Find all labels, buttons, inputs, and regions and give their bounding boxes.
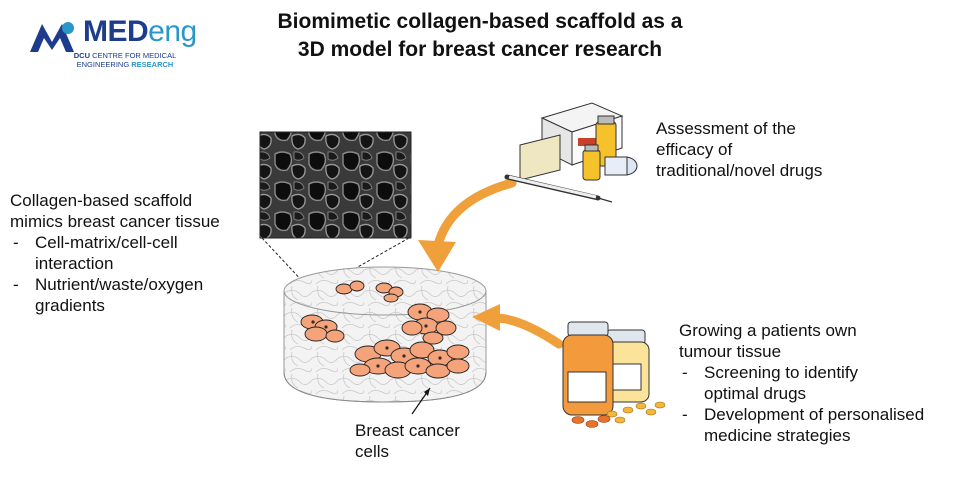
pill-bottles-icon xyxy=(562,321,666,428)
cells-label-line-1: Breast cancer xyxy=(355,421,460,440)
logo-word-med: MED xyxy=(83,15,149,48)
left-description: Collagen-based scaffold mimics breast ca… xyxy=(10,190,260,316)
bottom-right-description: Growing a patients own tumour tissue Scr… xyxy=(679,320,939,446)
top-right-line-3: traditional/novel drugs xyxy=(656,161,823,180)
logo-subtitle: DCU CENTRE FOR MEDICAL ENGINEERING RESEA… xyxy=(70,51,180,69)
top-right-line-2: efficacy of xyxy=(656,140,733,159)
curved-arrow-bottom xyxy=(472,304,564,349)
bottom-right-heading-line-1: Growing a patients own xyxy=(679,321,857,340)
left-heading-line-1: Collagen-based scaffold xyxy=(10,191,193,210)
left-heading-line-2: mimics breast cancer tissue xyxy=(10,212,220,231)
cells-label: Breast cancer cells xyxy=(355,420,495,462)
cells-label-line-2: cells xyxy=(355,442,390,461)
bottom-right-bullet-1: Screening to identify optimal drugs xyxy=(679,362,879,404)
logo-sub-line1: CENTRE FOR MEDICAL xyxy=(92,51,177,60)
scaffold-sem-image xyxy=(259,131,412,239)
logo-sub-dcu: DCU xyxy=(73,51,90,60)
title-line-2: 3D model for breast cancer research xyxy=(297,38,663,61)
bottom-right-heading-line-2: tumour tissue xyxy=(679,342,782,361)
logo-word-eng: eng xyxy=(148,15,197,48)
left-bullet-1: Cell-matrix/cell-cell interaction xyxy=(10,232,230,274)
logo-wordmark: MEDeng xyxy=(83,15,197,49)
medeng-logo-icon xyxy=(30,22,74,52)
curved-arrow-top xyxy=(418,178,517,272)
title-line-1: Biomimetic collagen-based scaffold as a xyxy=(277,10,683,33)
page-title: Biomimetic collagen-based scaffold as a … xyxy=(0,8,960,64)
drug-boxes-syringe-icon xyxy=(504,102,638,203)
top-right-line-1: Assessment of the xyxy=(656,119,796,138)
logo-sub-line2: ENGINEERING xyxy=(76,60,130,69)
left-bullet-2: Nutrient/waste/oxygen gradients xyxy=(10,274,230,316)
cell-nuclei xyxy=(311,310,442,368)
cells-pointer-arrow xyxy=(411,387,431,415)
top-right-description: Assessment of the efficacy of traditiona… xyxy=(656,118,916,181)
bottom-right-bullet-2: Development of personalised medicine str… xyxy=(679,404,934,446)
logo-sub-research: RESEARCH xyxy=(131,60,174,69)
